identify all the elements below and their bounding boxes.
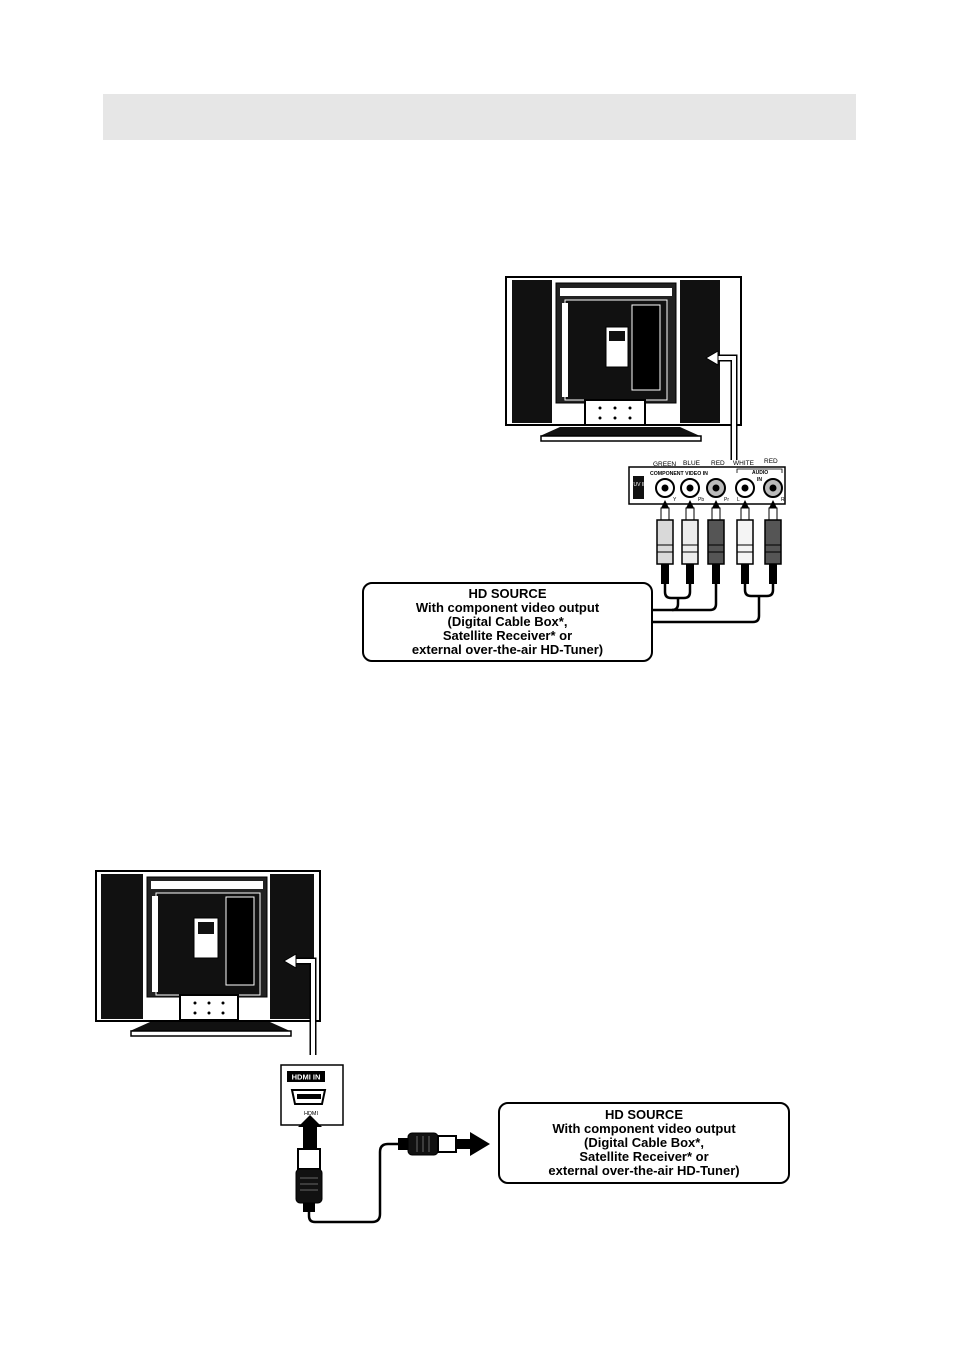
hdmi-cable [307,1142,400,1224]
audio-in-label: IN [757,477,762,483]
hd-source-line: external over-the-air HD-Tuner) [548,1163,740,1178]
color-label-red-audio: RED [764,458,778,465]
jack-label-r: R [781,497,785,503]
hdmi-connection-diagram: HDMI IN HDMI [95,870,490,1224]
jack-r [763,478,783,498]
tv-rear-view-bottom [95,870,321,1037]
jack-pr [706,478,726,498]
jack-label-pr: Pr [724,497,729,503]
connection-arrow-top [705,350,738,460]
jack-pb [680,478,700,498]
jack-y [655,478,675,498]
hd-source-title: HD SOURCE [604,1107,683,1122]
hd-source-title: HD SOURCE [468,586,547,601]
hdmi-in-label: HDMI IN [292,1073,321,1082]
section-header-bar [103,94,856,140]
component-cables [650,584,775,624]
hdmi-input-panel: HDMI IN HDMI [280,1064,344,1126]
hdmi-plug-tv-side [295,1115,323,1212]
component-input-panel: YUV IN COMPONENT VIDEO IN AUDIO IN Y Pb … [628,466,786,505]
component-connection-diagram: GREEN BLUE RED WHITE RED YUV IN COMPONEN… [505,276,786,624]
color-label-blue: BLUE [683,460,701,467]
tv-rear-view-top [505,276,742,442]
rca-plugs [656,500,782,584]
hd-source-box-hdmi: HD SOURCE With component video output (D… [498,1102,790,1184]
color-label-green: GREEN [653,461,676,468]
rca-plug-red [707,500,725,584]
rca-plug-red-audio [764,500,782,584]
hd-source-line: (Digital Cable Box*, [447,614,568,629]
yuv-in-label: YUV IN [630,482,647,488]
jack-l [735,478,755,498]
hd-source-line: With component video output [415,600,600,615]
audio-label: AUDIO [752,470,768,476]
color-label-white: WHITE [733,460,755,467]
hd-source-line: external over-the-air HD-Tuner) [411,642,604,657]
jack-label-l: L [737,497,740,503]
hd-source-line: Satellite Receiver* or [442,628,573,643]
hd-source-box-component: HD SOURCE With component video output (D… [362,582,653,662]
hd-source-line: With component video output [552,1121,736,1136]
rca-plug-white [736,500,754,584]
hd-source-line: (Digital Cable Box*, [584,1135,704,1150]
hdmi-port-label: HDMI [304,1111,319,1117]
rca-plug-green [656,500,674,584]
component-video-in-label: COMPONENT VIDEO IN [650,471,708,477]
hdmi-plug-source-side [398,1132,490,1156]
jack-label-pb: Pb [698,497,704,503]
color-label-red: RED [711,460,725,467]
connection-arrow-bottom [283,953,317,1055]
hd-source-line: Satellite Receiver* or [579,1149,709,1164]
jack-label-y: Y [673,497,677,503]
rca-plug-blue [681,500,699,584]
